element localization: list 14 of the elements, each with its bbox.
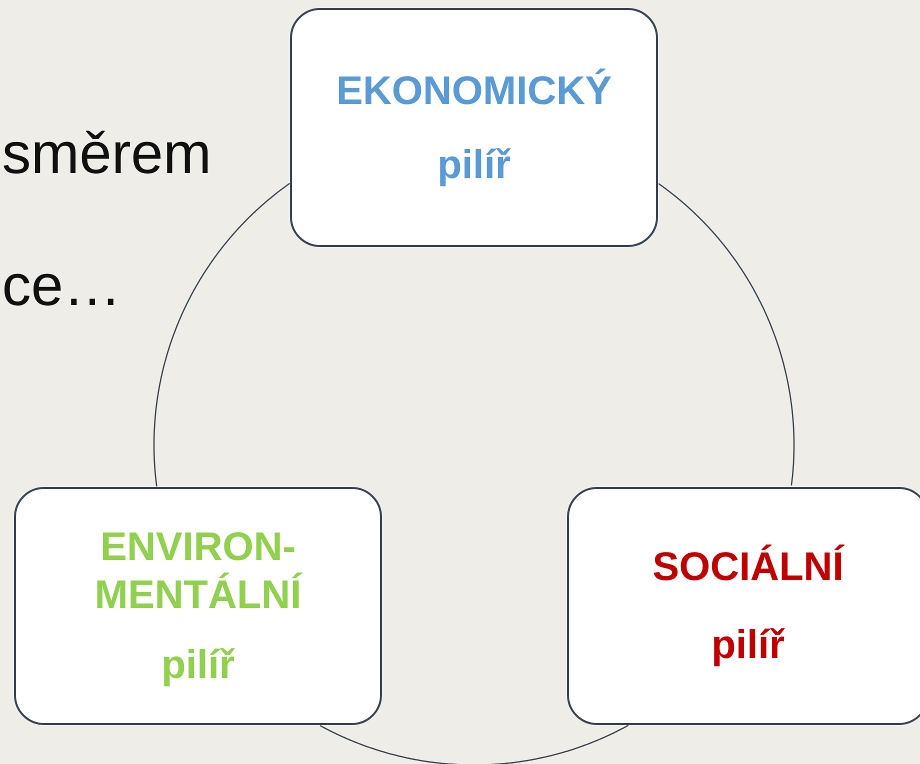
slide-text: směrem [2, 120, 212, 187]
connector-arc [153, 182, 290, 486]
connector-arc [320, 724, 629, 764]
pillar-box [14, 487, 382, 725]
slide-text: ce… [2, 252, 122, 319]
pillar-title: SOCIÁLNÍ [652, 544, 844, 591]
connector-arc [658, 183, 795, 486]
pillar-title: EKONOMICKÝ [336, 68, 612, 114]
pillar-box [567, 487, 920, 725]
pillar-subtitle: pilíř [711, 622, 785, 669]
pillar-box [290, 8, 658, 247]
pillar-subtitle: pilíř [161, 642, 235, 689]
pillar-subtitle: pilíř [437, 142, 511, 188]
pillar-title: ENVIRON- MENTÁLNÍ [94, 524, 304, 619]
